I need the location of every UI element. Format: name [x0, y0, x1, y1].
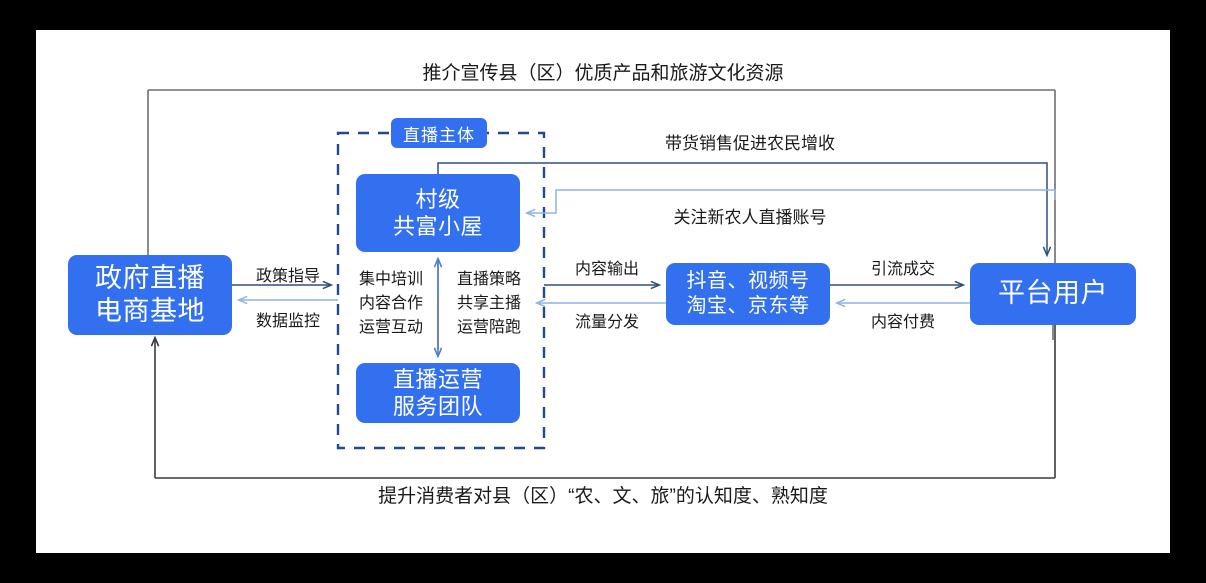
node-government-live-ecommerce-base[interactable]: 政府直播 电商基地 — [68, 255, 232, 335]
label-traffic-conversion: 引流成交 — [870, 261, 935, 278]
node-village-common-prosperity-house[interactable]: 村级 共富小屋 — [356, 174, 520, 252]
outer-frame-bottom — [155, 325, 1056, 479]
node-platforms[interactable]: 抖音、视频号 淘宝、京东等 — [666, 263, 830, 325]
outer-frame — [147, 89, 1056, 263]
group-badge-live-subject[interactable]: 直播主体 — [391, 118, 487, 148]
label-follow-account: 关注新农人直播账号 — [673, 208, 827, 227]
label-sales-increase-income: 带货销售促进农民增收 — [665, 134, 835, 153]
node-live-operation-service-team[interactable]: 直播运营 服务团队 — [356, 363, 520, 423]
label-group-column-right: 直播策略 共享主播 运营陪跑 — [456, 271, 521, 336]
node-platform-users[interactable]: 平台用户 — [970, 263, 1136, 325]
label-policy-guidance: 政策指导 — [255, 268, 320, 285]
edge-sales-increase — [437, 162, 1047, 255]
label-content-payment: 内容付费 — [870, 314, 935, 331]
label-traffic-distribution: 流量分发 — [574, 314, 639, 331]
title-bottom: 提升消费者对县（区）“农、文、旅”的认知度、熟知度 — [378, 486, 828, 507]
label-content-output: 内容输出 — [574, 261, 639, 278]
title-top: 推介宣传县（区）优质产品和旅游文化资源 — [422, 63, 784, 84]
label-group-column-left: 集中培训 内容合作 运营互动 — [358, 271, 423, 336]
label-data-monitoring: 数据监控 — [255, 313, 320, 330]
edge-follow-account — [527, 189, 1056, 213]
